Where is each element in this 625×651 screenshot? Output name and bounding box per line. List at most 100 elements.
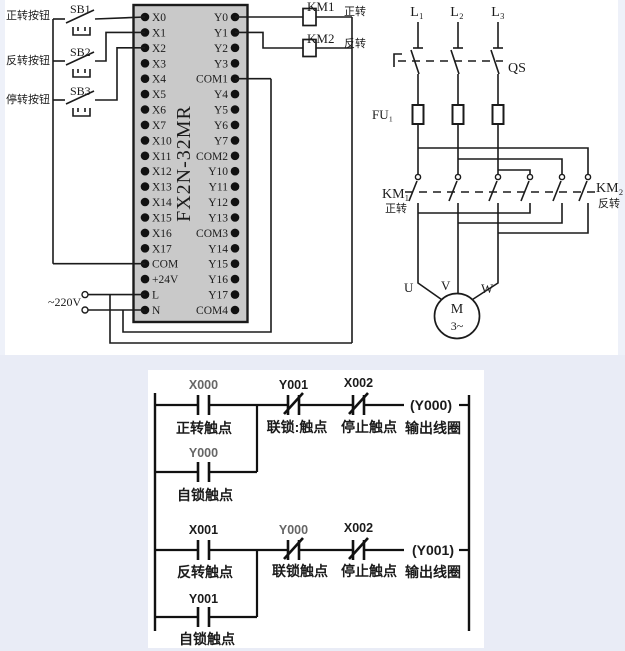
svg-text:Y15: Y15 [208, 259, 228, 271]
sb3-function-label: 停转按钮 [6, 92, 50, 106]
supply-voltage-label: ~220V [48, 295, 81, 309]
km2-coil-label: KM2 [307, 31, 334, 46]
svg-text:COM4: COM4 [196, 305, 228, 317]
phase-l3: L₃ [491, 5, 505, 20]
sb1-id: SB1 [70, 2, 91, 16]
svg-text:Y6: Y6 [214, 120, 228, 132]
svg-text:X10: X10 [152, 135, 172, 147]
rung1-seal-addr: Y000 [189, 446, 218, 460]
svg-text:X4: X4 [152, 74, 166, 86]
sb1-function-label: 正转按钮 [6, 8, 50, 22]
qs-switch [393, 22, 503, 105]
pushbutton-sb3 [53, 47, 145, 117]
rung1-stop-label: 停止触点 [341, 419, 397, 435]
rung1-input-label: 正转触点 [176, 420, 232, 436]
svg-text:Y10: Y10 [208, 166, 228, 178]
pushbutton-sb2 [53, 31, 145, 78]
motor-terminal-u: U [404, 280, 414, 295]
km1-coil-label: KM1 [307, 0, 334, 14]
phase-l1: L₁ [410, 5, 423, 20]
rung2-seal-label: 自锁触点 [179, 631, 235, 647]
rung1-interlock-addr: Y001 [279, 378, 308, 392]
rung2-coil-addr: (Y001) [412, 542, 454, 558]
svg-text:N: N [152, 305, 161, 317]
svg-text:X5: X5 [152, 89, 166, 101]
right-edge-tint [618, 0, 625, 356]
svg-text:Y4: Y4 [214, 89, 228, 101]
svg-text:Y5: Y5 [214, 105, 228, 117]
svg-text:X12: X12 [152, 166, 172, 178]
svg-text:+24V: +24V [152, 274, 179, 286]
ladder-rung-2-labels: X001 Y000 X002 (Y001) 反转触点 联锁触点 停止触点 输出线… [177, 521, 461, 647]
input-button-labels: 正转按钮 SB1 反转按钮 SB2 停转按钮 SB3 [6, 2, 91, 106]
svg-text:COM: COM [152, 259, 178, 271]
rung2-input-label: 反转触点 [177, 564, 233, 580]
svg-text:L: L [152, 290, 159, 302]
motor-phase-label: 3~ [451, 319, 464, 333]
km2-contact-label: KM₂ [596, 181, 624, 196]
svg-text:X13: X13 [152, 182, 172, 194]
svg-text:Y16: Y16 [208, 274, 228, 286]
supply-terminal-n [81, 306, 89, 314]
ladder-rung-1-labels: X000 Y001 X002 (Y000) 正转触点 联锁:触点 停止触点 输出… [176, 376, 461, 503]
svg-text:COM1: COM1 [196, 74, 228, 86]
qs-label: QS [508, 61, 526, 76]
ladder-rung-1 [155, 392, 469, 482]
contactor-feed-wires [417, 124, 589, 175]
supply-terminal-l [81, 290, 89, 299]
motor-terminal-w: W [481, 281, 494, 296]
input-buttons [52, 9, 146, 265]
rung1-coil-addr: (Y000) [410, 397, 452, 413]
ladder-diagram: X000 Y001 X002 (Y000) 正转触点 联锁:触点 停止触点 输出… [153, 376, 471, 647]
svg-text:X1: X1 [152, 27, 166, 39]
km2-coil-role: 反转 [344, 36, 366, 50]
pushbutton-sb1 [53, 9, 146, 36]
svg-text:X16: X16 [152, 228, 172, 240]
km1-coil-role: 正转 [344, 4, 366, 18]
rung2-input-addr: X001 [189, 523, 218, 537]
rung1-coil-label: 输出线圈 [405, 420, 461, 436]
svg-text:X6: X6 [152, 105, 166, 117]
contactor-contacts [405, 173, 595, 202]
sb2-id: SB2 [70, 45, 91, 59]
plc-body [132, 3, 249, 324]
svg-text:COM2: COM2 [196, 151, 228, 163]
motor-symbol [433, 292, 481, 340]
svg-text:Y12: Y12 [208, 197, 228, 209]
coil-wires [235, 16, 353, 343]
rung2-coil-label: 输出线圈 [405, 564, 461, 580]
rung2-interlock-label: 联锁触点 [272, 563, 328, 579]
motor-terminal-v: V [441, 278, 451, 293]
svg-text:Y1: Y1 [214, 27, 228, 39]
main-circuit: L₁ L₂ L₃ QS FU₁ [372, 5, 624, 340]
svg-text:X11: X11 [152, 151, 172, 163]
svg-text:Y3: Y3 [214, 58, 228, 70]
svg-text:Y13: Y13 [208, 213, 228, 225]
svg-text:X2: X2 [152, 43, 166, 55]
km1-contact-role: 正转 [385, 201, 407, 215]
svg-text:Y2: Y2 [214, 43, 228, 55]
ladder-rails [153, 393, 471, 631]
rung2-interlock-addr: Y000 [279, 523, 308, 537]
svg-text:Y0: Y0 [214, 12, 228, 24]
motor-wires [417, 203, 589, 301]
svg-text:Y7: Y7 [214, 135, 228, 147]
fuses [411, 104, 505, 125]
rung2-seal-addr: Y001 [189, 592, 218, 606]
rung2-stop-label: 停止触点 [341, 563, 397, 579]
svg-text:X7: X7 [152, 120, 166, 132]
phase-labels: L₁ L₂ L₃ [410, 5, 505, 20]
km2-contact-role: 反转 [598, 196, 620, 210]
power-supply: ~220V [48, 77, 352, 344]
ladder-rung-2 [155, 537, 469, 627]
km1-contact-label: KM₁ [382, 187, 409, 202]
supply-wires [88, 77, 352, 344]
svg-text:X3: X3 [152, 58, 166, 70]
rung1-stop-addr: X002 [344, 376, 373, 390]
motor-letter: M [451, 302, 464, 317]
svg-text:X14: X14 [152, 197, 172, 209]
